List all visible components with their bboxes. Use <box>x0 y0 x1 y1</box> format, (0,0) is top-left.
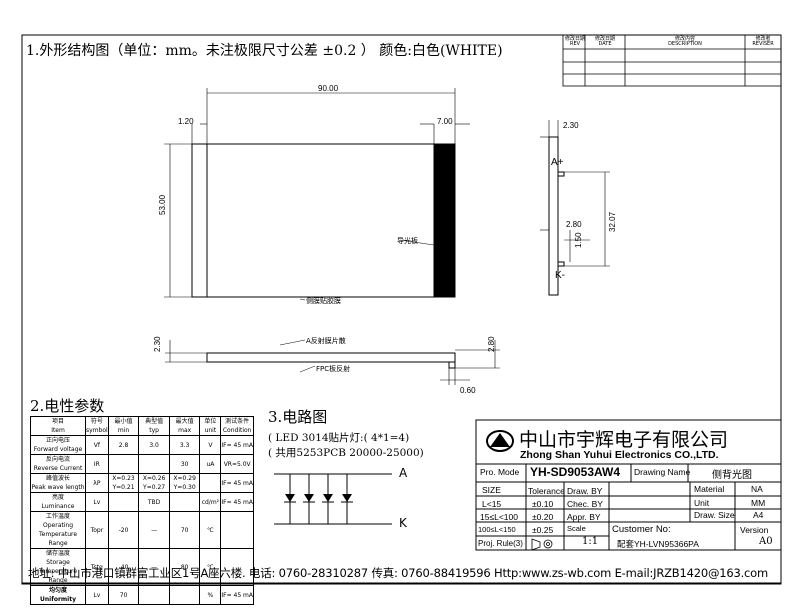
range1-value: ±0.10 <box>532 499 554 509</box>
dim-left: 1.20 <box>178 117 194 126</box>
pro-mode-label: Pro. Mode <box>480 467 520 477</box>
version-value: A0 <box>759 536 773 547</box>
pcb-label: FPC板反射 <box>316 365 351 373</box>
drawing-frame <box>21 34 782 585</box>
dim-side-h: 32.07 <box>608 211 617 232</box>
dim-thk: 2.30 <box>153 336 162 352</box>
tolerance-label: Tolerance <box>528 486 565 496</box>
table-header-row: 项目 Item 符号 symbol 最小值 min 典型值 typ 最大值 ma… <box>29 416 254 436</box>
proj-rule-label: Proj. Rule(3) <box>478 539 523 548</box>
dim-pin-off: 2.80 <box>566 220 582 229</box>
version-label: Version <box>740 525 769 535</box>
section2-title: 2.电性参数 <box>30 397 105 415</box>
draw-size-value: A4 <box>753 510 764 520</box>
dim-height: 53.00 <box>158 194 167 215</box>
dim-strip: 7.00 <box>437 117 453 126</box>
led-1 <box>285 494 295 502</box>
dim-end-w: 0.60 <box>460 386 476 395</box>
reflect-label: A反射膜片散 <box>306 337 346 345</box>
drawing-name-value: 侧背光图 <box>712 470 752 481</box>
anode-label: A+ <box>551 157 564 168</box>
pro-mode-value: YH-SD9053AW4 <box>530 465 621 479</box>
range2-value: ±0.20 <box>532 512 554 522</box>
customer-label: Customer No: <box>612 524 671 535</box>
unit-label: Unit <box>694 498 710 508</box>
black-strip <box>433 143 456 298</box>
led-symbols <box>285 494 352 502</box>
projection-symbol <box>531 538 553 551</box>
revision-table <box>562 34 782 87</box>
led-3 <box>323 494 333 502</box>
dim-width: 90.00 <box>318 84 339 93</box>
end-view <box>165 339 500 385</box>
circuit-note-1: ( LED 3014贴片灯:( 4*1=4) <box>268 432 410 444</box>
section1-title: 1.外形结构图（单位：mm。未注极限尺寸公差 ±0.2 ） 颜色:白色(WHIT… <box>26 43 503 59</box>
led-4 <box>342 494 352 502</box>
circuit-cathode: K <box>399 516 407 530</box>
draw-size-label: Draw. Size <box>694 510 735 520</box>
appr-by-label: Appr. BY <box>567 512 601 522</box>
date-header: 修改日期 DATE <box>594 36 615 47</box>
footer-address: 地址: 中山市港口镇群富工业区1号A座六楼. 电话: 0760-28310287… <box>28 566 769 580</box>
reviser-header: 修改者 REVISER <box>752 36 774 47</box>
title-block <box>475 419 782 551</box>
material-value: NA <box>751 484 763 494</box>
draw-by-label: Draw. BY <box>567 486 603 496</box>
circuit-note-2: ( 共用5253PCB 20000-25000) <box>268 447 424 459</box>
side-film-label: 侧膜贴胶膜 <box>306 297 341 305</box>
cathode-label: K- <box>555 270 565 281</box>
dim-pin-w: 1.50 <box>574 232 583 248</box>
company-name-en: Zhong Shan Yuhui Electronics CO.,LTD. <box>520 449 719 461</box>
scale-value: 1:1 <box>582 536 599 547</box>
electrical-table: 项目 Item 符号 symbol 最小值 min 典型值 typ 最大值 ma… <box>29 416 254 605</box>
range2-label: 15≤L<100 <box>480 512 518 522</box>
company-name-cn: 中山市宇辉电子有限公司 <box>519 429 729 451</box>
chec-by-label: Chec. BY <box>567 499 603 509</box>
dim-end-h: 2.80 <box>487 336 496 352</box>
front-view <box>164 88 470 301</box>
size-label: SIZE <box>482 485 501 495</box>
side-view <box>540 120 610 296</box>
description-header: 修改内容 DESCRIPTION <box>668 36 702 47</box>
range3-label: 100≤L<150 <box>478 525 516 534</box>
customer-value: 配套YH-LVN95366PA <box>617 539 699 549</box>
rev-header: 修改日期 REV <box>565 36 586 47</box>
unit-value: MM <box>751 498 766 508</box>
range3-value: ±0.25 <box>532 525 554 535</box>
led-2 <box>304 494 314 502</box>
drawing-name-label: Drawing Name <box>634 467 691 477</box>
company-logo <box>486 430 514 452</box>
circuit-anode: A <box>399 466 408 480</box>
section3-title: 3.电路图 <box>268 408 328 426</box>
dim-top-thk: 2.30 <box>563 121 579 130</box>
range1-label: L<15 <box>482 499 502 509</box>
light-guide-label: 导光板 <box>397 237 418 245</box>
scale-label: Scale <box>567 524 586 533</box>
material-label: Material <box>694 484 725 494</box>
